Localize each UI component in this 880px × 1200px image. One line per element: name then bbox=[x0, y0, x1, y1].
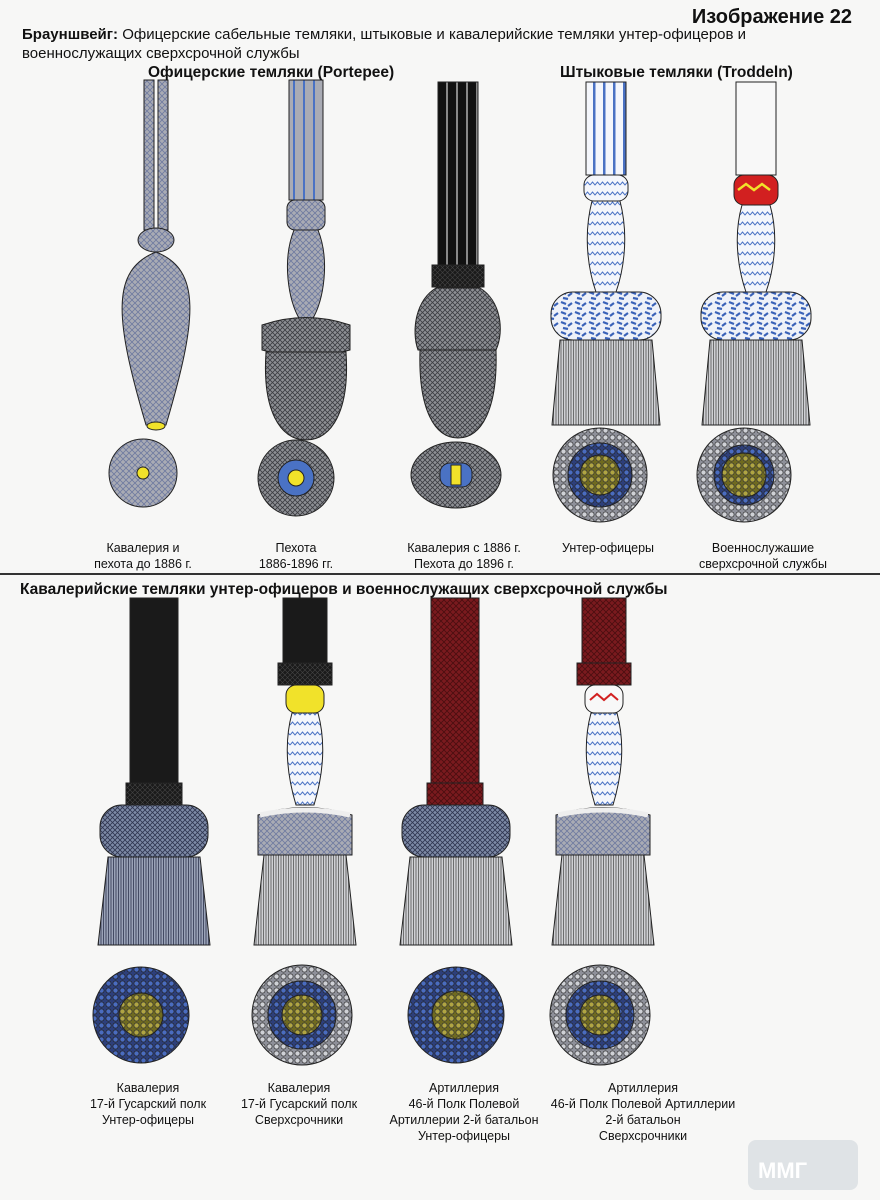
intro-bold: Брауншвейг: bbox=[22, 26, 119, 43]
caption: Кавалерия с 1886 г. Пехота до 1896 г. bbox=[407, 541, 521, 571]
troddel-nco bbox=[550, 81, 662, 523]
portepee-cavalry-post1886 bbox=[410, 81, 502, 509]
caption: Кавалерия 17-й Гусарский полк Сверхсрочн… bbox=[240, 1081, 358, 1127]
divider bbox=[0, 573, 880, 575]
watermark-text: ММГ bbox=[758, 1158, 808, 1183]
caption: Кавалерия и пехота до 1886 г. bbox=[94, 541, 192, 571]
portepee-infantry-1886-1896 bbox=[257, 79, 351, 517]
section-officer-title: Офицерские темляки (Portepee) bbox=[148, 64, 395, 81]
caption: Унтер-офицеры bbox=[561, 541, 655, 555]
caption: Кавалерия 17-й Гусарский полк Унтер-офиц… bbox=[89, 1081, 207, 1127]
cav-hussar17-nco bbox=[92, 597, 211, 1064]
art46-long-service bbox=[549, 597, 655, 1066]
cav-hussar17-long-service bbox=[251, 597, 357, 1066]
caption: Военнослужашие сверхсрочной службы bbox=[699, 541, 827, 571]
section-bayonet-title: Штыковые темляки (Troddeln) bbox=[560, 64, 793, 81]
figure-title: Изображение 22 bbox=[691, 6, 852, 28]
intro-text: Брауншвейг: Офицерские сабельные темляки… bbox=[22, 25, 822, 63]
portepee-cavalry-infantry-pre1886 bbox=[108, 79, 191, 508]
caption: Артиллерия 46-й Полк Полевой Артиллерии … bbox=[389, 1081, 539, 1143]
caption: Артиллерия 46-й Полк Полевой Артиллерии … bbox=[550, 1081, 736, 1143]
troddel-long-service bbox=[696, 81, 812, 523]
art46-nco bbox=[399, 597, 513, 1064]
section-cavalry-title: Кавалерийские темляки унтер-офицеров и в… bbox=[20, 581, 668, 598]
intro-body: Офицерские сабельные темляки, штыковые и… bbox=[22, 26, 747, 62]
caption: Пехота 1886-1896 гг. bbox=[258, 541, 334, 571]
watermark-logo: ММГ bbox=[748, 1140, 858, 1190]
